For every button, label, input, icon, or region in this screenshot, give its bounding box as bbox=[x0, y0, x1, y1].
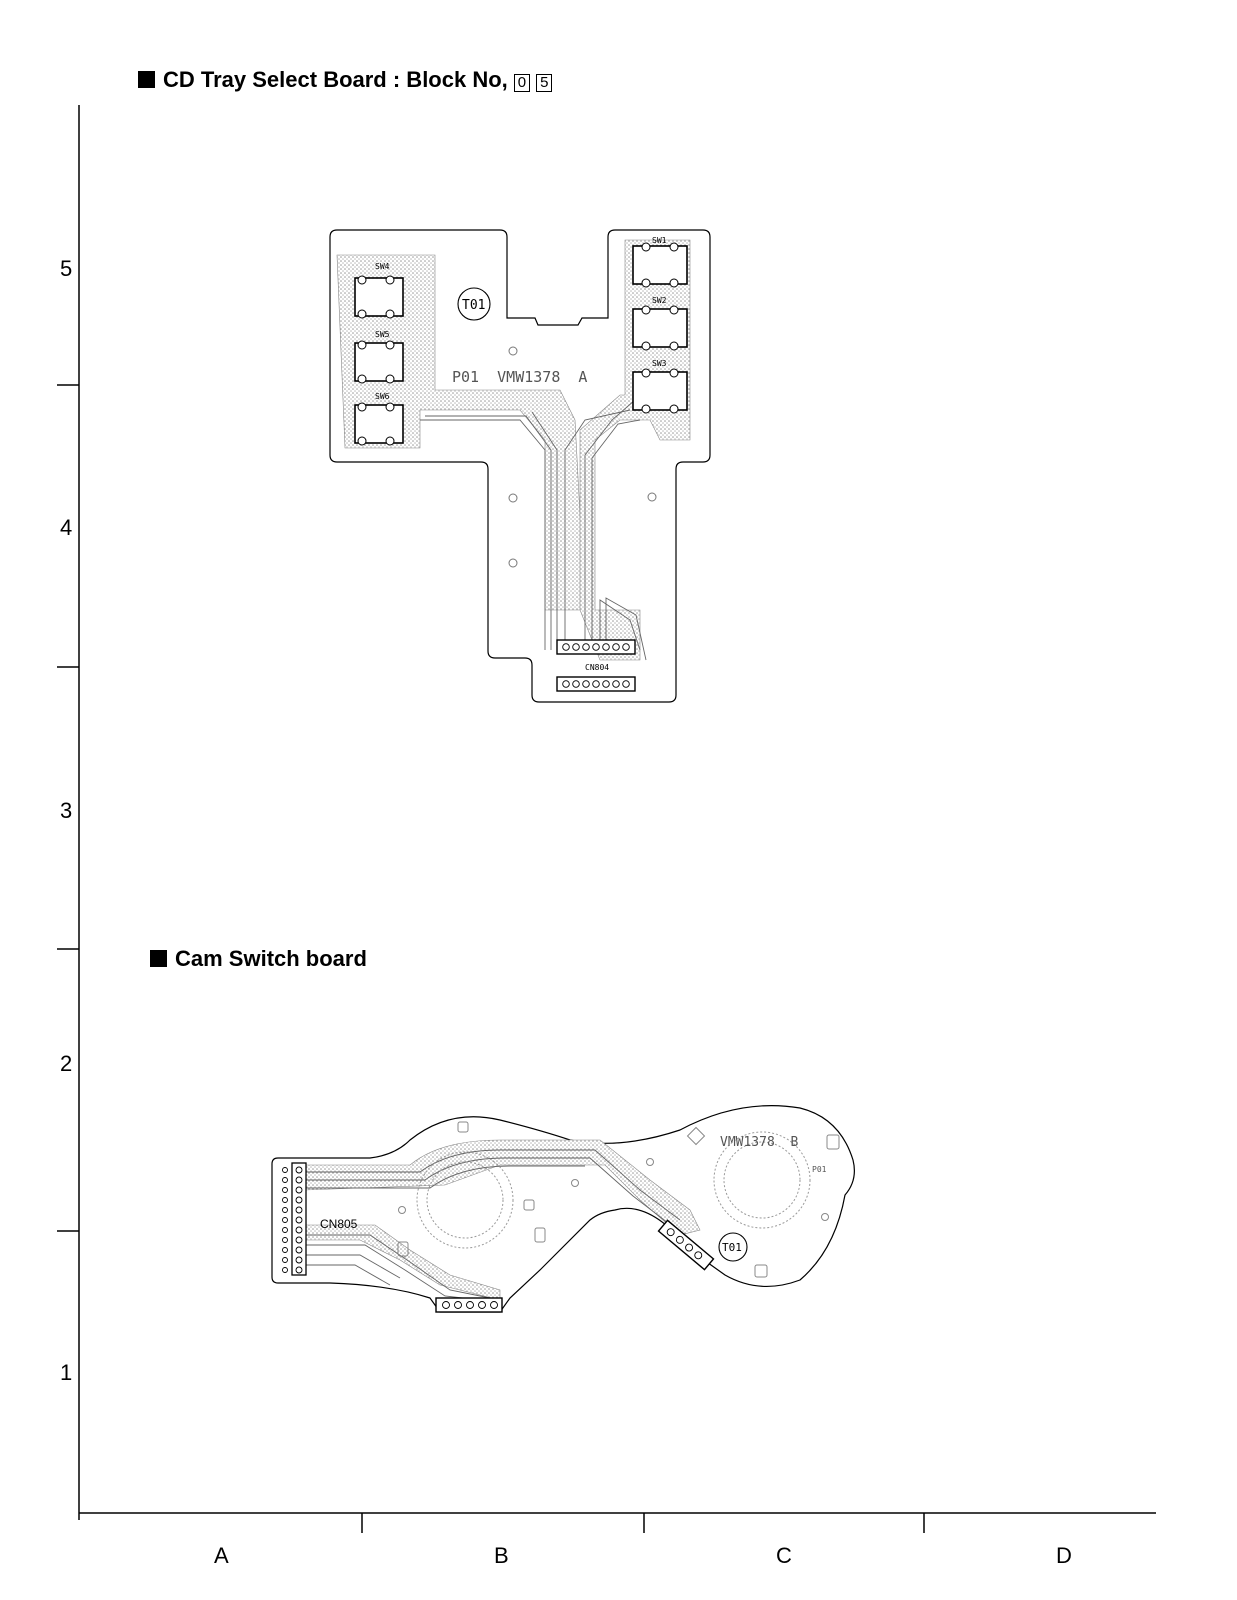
bullet-square-icon bbox=[138, 71, 155, 88]
pcb2-p01-label: P01 bbox=[812, 1165, 827, 1174]
pcb1-traces bbox=[420, 399, 647, 661]
pcb2-copper-lower bbox=[304, 1224, 501, 1301]
col-label-c: C bbox=[776, 1543, 792, 1568]
sw2-label: SW2 bbox=[652, 296, 667, 305]
board1-title-text: CD Tray Select Board : Block No, bbox=[163, 67, 508, 92]
cn804-label: CN804 bbox=[585, 663, 609, 672]
grid-frame bbox=[57, 105, 1156, 1533]
pcb2-cam-circles bbox=[416, 1131, 811, 1249]
pcb1-switch-pads bbox=[357, 242, 679, 446]
row-label-3: 3 bbox=[60, 798, 73, 823]
cd-tray-select-pcb: SW1 SW2 SW3 SW4 SW5 SW6 T01 P01 VMW1378 … bbox=[329, 229, 711, 703]
sw5-label: SW5 bbox=[375, 330, 390, 339]
block-digit-1: 5 bbox=[536, 74, 553, 92]
pcb1-mount-marks bbox=[508, 346, 657, 568]
pcb2-t01-label: T01 bbox=[722, 1241, 742, 1254]
pcb2-traces bbox=[305, 1149, 681, 1301]
pcb1-t01-marker bbox=[457, 287, 491, 321]
col-label-a: A bbox=[214, 1543, 229, 1568]
board2-title-text: Cam Switch board bbox=[175, 946, 367, 971]
col-label-d: D bbox=[1056, 1543, 1072, 1568]
sw3-label: SW3 bbox=[652, 359, 667, 368]
pcb2-angled-connector bbox=[657, 1219, 715, 1271]
pcb2-copper-upper bbox=[304, 1139, 701, 1236]
pcb2-mount-marks bbox=[397, 1121, 840, 1278]
pcb1-t01-label: T01 bbox=[462, 298, 485, 313]
pcb1-board-label: P01 VMW1378 A bbox=[452, 368, 587, 386]
sw3-footprint bbox=[632, 371, 688, 411]
cam-switch-pcb: VMW1378 B P01 T01 CN805 bbox=[271, 1105, 855, 1313]
pcb2-board-label: VMW1378 B bbox=[720, 1135, 798, 1150]
sw4-label: SW4 bbox=[375, 262, 390, 271]
board2-title: Cam Switch board bbox=[150, 946, 367, 972]
row-label-5: 5 bbox=[60, 256, 73, 281]
col-label-b: B bbox=[494, 1543, 509, 1568]
row-label-2: 2 bbox=[60, 1051, 73, 1076]
cn805-label: CN805 bbox=[320, 1217, 358, 1231]
pcb2-t01-marker bbox=[718, 1232, 748, 1262]
sw1-footprint bbox=[632, 245, 688, 285]
row-label-1: 1 bbox=[60, 1360, 73, 1385]
bullet-square-icon bbox=[150, 950, 167, 967]
sw6-label: SW6 bbox=[375, 392, 390, 401]
row-label-4: 4 bbox=[60, 515, 73, 540]
block-digit-0: 0 bbox=[513, 74, 531, 92]
sw1-label: SW1 bbox=[652, 236, 667, 245]
sw2-footprint bbox=[632, 308, 688, 348]
pcb1-switches bbox=[354, 245, 688, 444]
